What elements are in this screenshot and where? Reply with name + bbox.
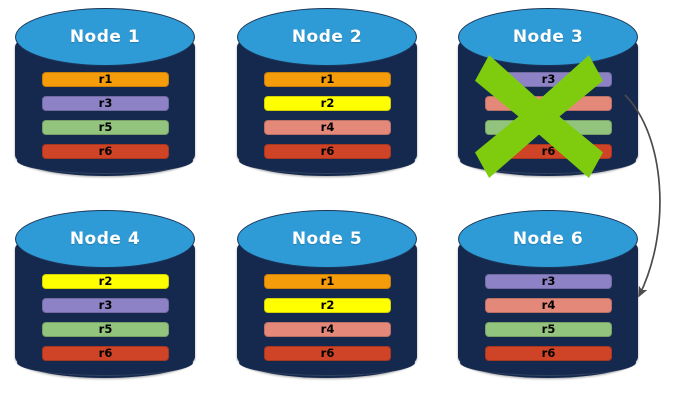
database-node-2[interactable]: Node 2 r1 r2 r4 r6 [237,8,417,188]
replica-bar-r6[interactable]: r6 [42,346,169,361]
replica-label: r5 [541,119,556,134]
replica-label: r1 [98,71,113,86]
replica-bar-r4[interactable]: r4 [264,322,391,337]
node-title: Node 4 [69,229,141,249]
replica-label: r6 [541,143,556,158]
cylinder-top: Node 5 [237,210,417,268]
replica-bar-r3[interactable]: r3 [42,96,169,111]
database-node-4[interactable]: Node 4 r2 r3 r5 r6 [15,210,195,390]
replica-bar-r1[interactable]: r1 [264,72,391,87]
replica-list: r3 r4 r5 r6 [485,72,612,159]
replica-bar-r1[interactable]: r1 [42,72,169,87]
node-title: Node 3 [512,27,584,47]
replica-label: r6 [320,345,335,360]
replica-label: r3 [541,71,556,86]
replica-bar-r4[interactable]: r4 [485,298,612,313]
node-title: Node 5 [291,229,363,249]
replica-list: r2 r3 r5 r6 [42,274,169,361]
replica-list: r1 r3 r5 r6 [42,72,169,159]
replica-label: r2 [320,297,335,312]
replica-label: r2 [98,273,113,288]
cylinder-top: Node 3 [458,8,638,66]
replica-label: r2 [320,95,335,110]
replica-bar-r6[interactable]: r6 [42,144,169,159]
replica-bar-r3[interactable]: r3 [485,274,612,289]
replica-label: r5 [98,119,113,134]
replica-bar-r1[interactable]: r1 [264,274,391,289]
replica-label: r3 [98,297,113,312]
node-title: Node 6 [512,229,584,249]
replica-label: r4 [320,119,335,134]
node-title: Node 2 [291,27,363,47]
cylinder-top: Node 6 [458,210,638,268]
replica-label: r3 [541,273,556,288]
replica-label: r6 [98,143,113,158]
replica-bar-r6[interactable]: r6 [485,144,612,159]
database-node-3[interactable]: Node 3 r3 r4 r5 r6 [458,8,638,188]
replica-label: r1 [320,273,335,288]
replica-list: r3 r4 r5 r6 [485,274,612,361]
cylinder-top: Node 2 [237,8,417,66]
replica-bar-r3[interactable]: r3 [42,298,169,313]
replica-label: r4 [320,321,335,336]
database-node-1[interactable]: Node 1 r1 r3 r5 r6 [15,8,195,188]
cylinder-top: Node 1 [15,8,195,66]
replica-bar-r2[interactable]: r2 [42,274,169,289]
replica-label: r5 [98,321,113,336]
replica-label: r6 [320,143,335,158]
replica-label: r6 [98,345,113,360]
replica-bar-r2[interactable]: r2 [264,96,391,111]
cylinder-top: Node 4 [15,210,195,268]
replica-bar-r4[interactable]: r4 [264,120,391,135]
replica-label: r1 [320,71,335,86]
replica-list: r1 r2 r4 r6 [264,274,391,361]
replica-bar-r4[interactable]: r4 [485,96,612,111]
replica-label: r4 [541,95,556,110]
replica-label: r6 [541,345,556,360]
replica-bar-r5[interactable]: r5 [42,120,169,135]
replica-bar-r5[interactable]: r5 [485,322,612,337]
replica-bar-r6[interactable]: r6 [264,144,391,159]
replica-label: r4 [541,297,556,312]
database-node-6[interactable]: Node 6 r3 r4 r5 r6 [458,210,638,390]
replica-bar-r2[interactable]: r2 [264,298,391,313]
replica-label: r5 [541,321,556,336]
database-node-5[interactable]: Node 5 r1 r2 r4 r6 [237,210,417,390]
replica-label: r3 [98,95,113,110]
replica-bar-r5[interactable]: r5 [42,322,169,337]
replica-bar-r5[interactable]: r5 [485,120,612,135]
replica-bar-r6[interactable]: r6 [485,346,612,361]
replica-bar-r3[interactable]: r3 [485,72,612,87]
replica-bar-r6[interactable]: r6 [264,346,391,361]
node-title: Node 1 [69,27,141,47]
replica-list: r1 r2 r4 r6 [264,72,391,159]
